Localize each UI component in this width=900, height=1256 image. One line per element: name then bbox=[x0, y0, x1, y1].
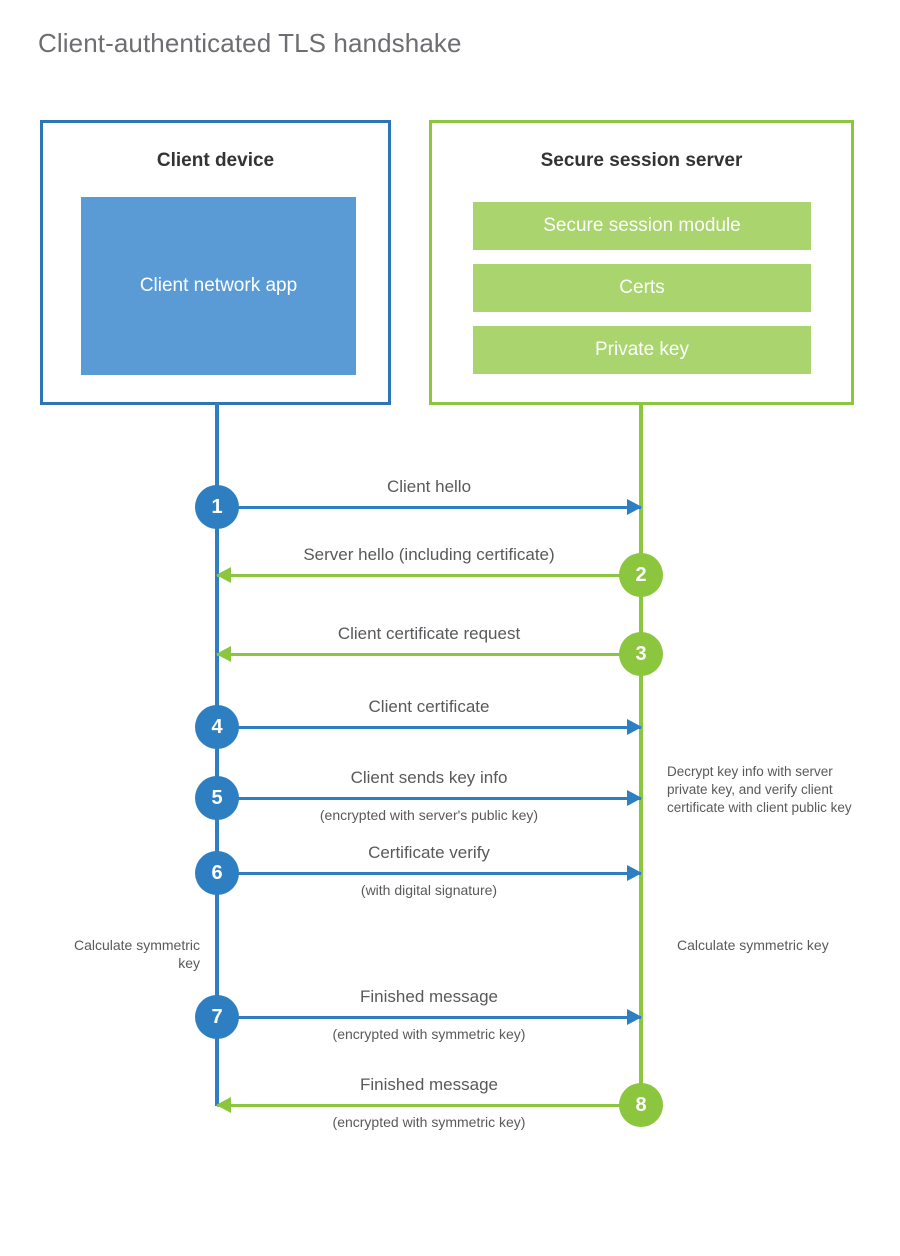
arrow-right-icon bbox=[627, 719, 642, 735]
step-circle-6: 6 bbox=[195, 851, 239, 895]
message-6-line bbox=[217, 872, 641, 875]
message-3-label: Client certificate request bbox=[337, 624, 521, 643]
message-2-line bbox=[217, 574, 641, 577]
message-6-label: Certificate verify bbox=[368, 843, 490, 862]
server-component-certs: Certs bbox=[473, 264, 811, 312]
step-circle-7: 7 bbox=[195, 995, 239, 1039]
note-server-calculate-symmetric-key: Calculate symmetric key bbox=[677, 937, 829, 953]
server-component-secure-session-module: Secure session module bbox=[473, 202, 811, 250]
message-8-label: Finished message bbox=[360, 1075, 498, 1094]
client-device-box: Client device Client network app bbox=[40, 120, 391, 405]
message-8-line bbox=[217, 1104, 641, 1107]
server-lifeline bbox=[639, 403, 643, 1106]
client-network-app-block: Client network app bbox=[81, 197, 356, 375]
step-circle-2: 2 bbox=[619, 553, 663, 597]
step-circle-3: 3 bbox=[619, 632, 663, 676]
arrow-right-icon bbox=[627, 1009, 642, 1025]
client-device-title: Client device bbox=[156, 150, 275, 171]
step-circle-5: 5 bbox=[195, 776, 239, 820]
arrow-right-icon bbox=[627, 790, 642, 806]
arrow-right-icon bbox=[627, 865, 642, 881]
message-5-line bbox=[217, 797, 641, 800]
page-title: Client-authenticated TLS handshake bbox=[38, 28, 462, 58]
step-circle-4: 4 bbox=[195, 705, 239, 749]
arrow-left-icon bbox=[216, 1097, 231, 1113]
message-3-line bbox=[217, 653, 641, 656]
message-8-sublabel: (encrypted with symmetric key) bbox=[332, 1114, 526, 1130]
client-lifeline bbox=[215, 403, 219, 1106]
message-2-label: Server hello (including certificate) bbox=[303, 545, 555, 564]
arrow-left-icon bbox=[216, 567, 231, 583]
arrow-right-icon bbox=[627, 499, 642, 515]
message-6-sublabel: (with digital signature) bbox=[360, 882, 498, 898]
message-5-label: Client sends key info bbox=[350, 768, 508, 787]
message-1-label: Client hello bbox=[386, 477, 472, 496]
message-5-sublabel: (encrypted with server's public key) bbox=[319, 807, 539, 823]
note-server-decrypt: Decrypt key info with server private key… bbox=[667, 764, 852, 815]
arrow-left-icon bbox=[216, 646, 231, 662]
message-7-sublabel: (encrypted with symmetric key) bbox=[332, 1026, 526, 1042]
note-client-calculate-symmetric-key: Calculate symmetric key bbox=[73, 937, 200, 971]
step-circle-1: 1 bbox=[195, 485, 239, 529]
secure-session-server-box: Secure session server Secure session mod… bbox=[429, 120, 854, 405]
message-7-label: Finished message bbox=[360, 987, 498, 1006]
message-4-label: Client certificate bbox=[368, 697, 490, 716]
message-4-line bbox=[217, 726, 641, 729]
message-7-line bbox=[217, 1016, 641, 1019]
server-component-private-key: Private key bbox=[473, 326, 811, 374]
step-circle-8: 8 bbox=[619, 1083, 663, 1127]
message-1-line bbox=[217, 506, 641, 509]
secure-session-server-title: Secure session server bbox=[540, 150, 743, 171]
